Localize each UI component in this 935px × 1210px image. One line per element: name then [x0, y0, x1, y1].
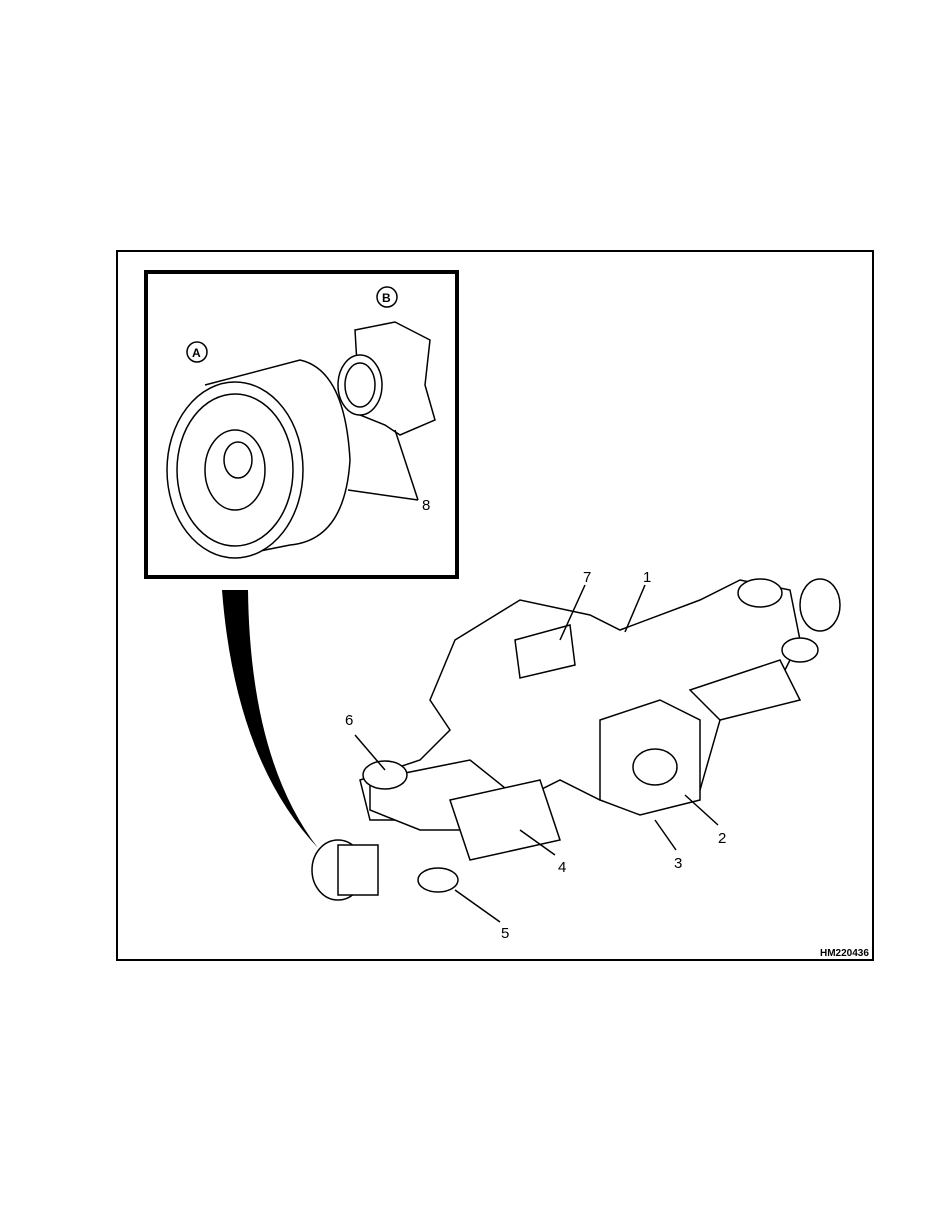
part-a-bushing [166, 359, 351, 559]
figure-frame [116, 250, 874, 961]
callout-4: 4 [558, 859, 566, 876]
callout-7: 7 [583, 569, 591, 586]
callout-1: 1 [643, 569, 651, 586]
inset-pointer-arrow [222, 590, 318, 848]
axle-assembly [311, 578, 841, 901]
label-b: B [382, 291, 391, 305]
part-b-flange [337, 321, 436, 436]
figure-id: HM220436 [820, 948, 869, 959]
label-b-circle [376, 286, 398, 308]
label-a: A [192, 346, 201, 360]
callout-5: 5 [501, 925, 509, 942]
label-a-circle [186, 341, 208, 363]
callout-2: 2 [718, 830, 726, 847]
callout-6: 6 [345, 712, 353, 729]
leader-8 [347, 429, 419, 501]
callout-leaders [354, 584, 719, 923]
callout-8: 8 [422, 497, 430, 514]
callout-3: 3 [674, 855, 682, 872]
